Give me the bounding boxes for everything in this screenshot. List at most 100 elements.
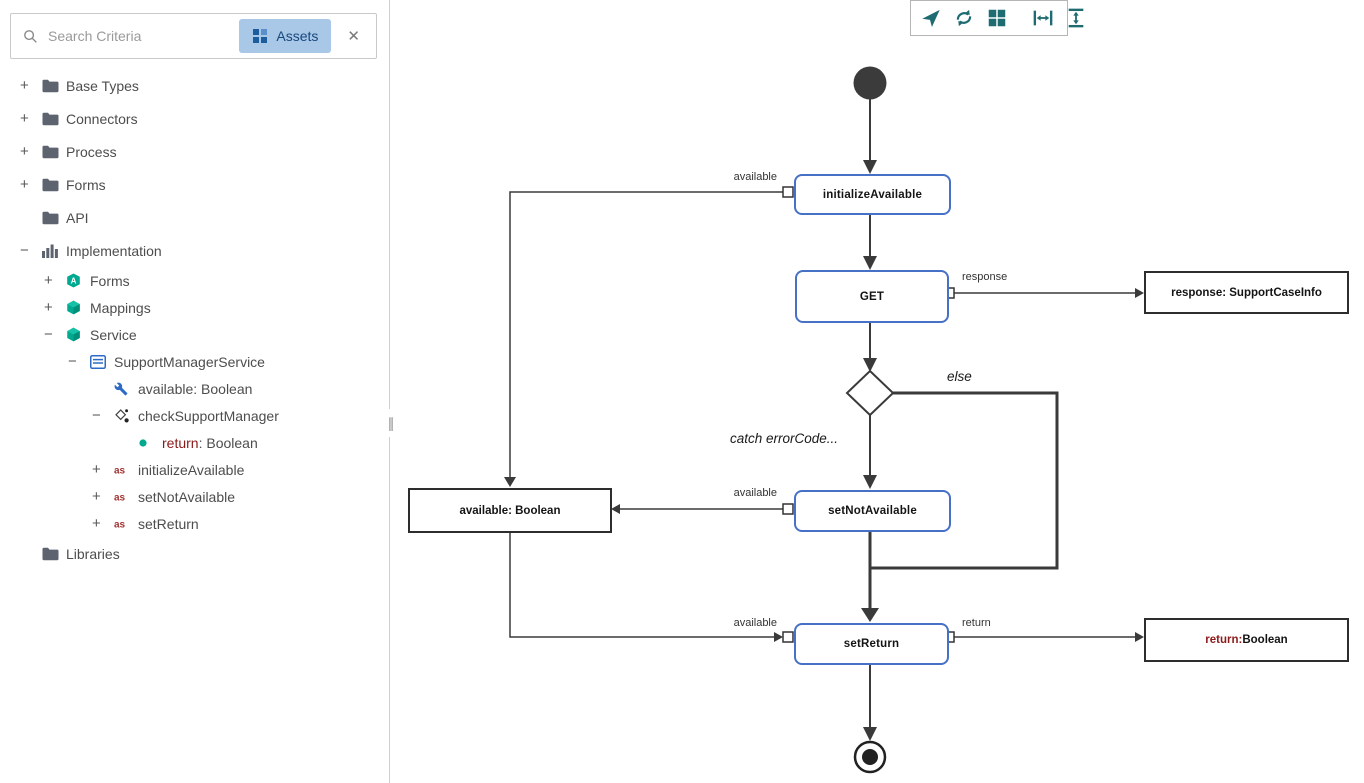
data-box-return[interactable]: return: Boolean — [1144, 618, 1349, 662]
folder-icon — [42, 547, 66, 561]
tree-item-label: setNotAvailable — [138, 488, 236, 505]
flow-arrowheads — [861, 160, 879, 741]
folder-icon — [42, 79, 66, 93]
data-lines — [509, 191, 1135, 638]
svg-text:A: A — [71, 277, 77, 286]
tree-item-libraries[interactable]: Libraries — [0, 537, 389, 570]
distribute-vertical-icon[interactable] — [1065, 7, 1087, 29]
tree-item-forms[interactable]: + Forms — [0, 168, 389, 201]
svg-text:as: as — [114, 466, 126, 476]
folder-icon — [42, 211, 66, 225]
tree-item-service[interactable]: − Service — [0, 321, 389, 348]
branch-label-else: else — [947, 369, 972, 384]
folder-icon — [42, 112, 66, 126]
tree-item-api[interactable]: API — [0, 201, 389, 234]
assets-filter-chip[interactable]: Assets — [239, 19, 332, 53]
tree-item-label: SupportManagerService — [114, 353, 265, 370]
svg-text:as: as — [114, 493, 126, 503]
implementation-icon — [42, 244, 66, 258]
node-get[interactable]: GET — [795, 270, 949, 323]
node-setReturn[interactable]: setReturn — [794, 623, 949, 665]
tree-item-initializeavailable[interactable]: + as initializeAvailable — [0, 456, 389, 483]
tree-expander-icon[interactable]: − — [68, 353, 77, 370]
tree-expander-icon[interactable]: + — [20, 110, 29, 127]
data-box-response[interactable]: response: SupportCaseInfo — [1144, 271, 1349, 314]
return-type: Boolean — [1242, 634, 1288, 646]
service-icon — [90, 354, 114, 369]
folder-icon — [42, 178, 66, 192]
grid-icon[interactable] — [986, 7, 1008, 29]
edge-label-available-mid: available — [733, 487, 777, 499]
tree-expander-icon[interactable]: + — [20, 143, 29, 160]
edge-label-available-top: available — [733, 171, 777, 183]
distribute-horizontal-icon[interactable] — [1032, 7, 1054, 29]
tree-item-label: Libraries — [66, 545, 120, 562]
tree-item-label: Service — [90, 326, 137, 343]
port-setNotAvailable-available — [782, 503, 794, 515]
tree-expander-icon[interactable]: + — [44, 272, 53, 289]
svg-text:as: as — [114, 520, 126, 530]
end-node-core — [862, 749, 878, 765]
tree-item-label: return: Boolean — [162, 434, 258, 451]
wrench-icon — [114, 382, 138, 396]
port-setReturn-available — [782, 631, 794, 643]
tree-item-supportmanagerservice[interactable]: − SupportManagerService — [0, 348, 389, 375]
branch-label-catch: catch errorCode... — [729, 431, 838, 446]
data-box-available[interactable]: available: Boolean — [408, 488, 612, 533]
tree-expander-icon[interactable]: − — [20, 242, 29, 259]
flow-icon — [114, 408, 138, 423]
search-box[interactable]: Assets ✕ — [10, 13, 377, 59]
data-arrowheads — [504, 288, 1144, 642]
as-icon: as — [114, 491, 138, 503]
node-setNotAvailable[interactable]: setNotAvailable — [794, 490, 951, 532]
tree-item-available-boolean[interactable]: available: Boolean — [0, 375, 389, 402]
navigate-icon[interactable] — [920, 7, 942, 29]
tree-item-implementation[interactable]: − Implementation — [0, 234, 389, 267]
tree-expander-icon[interactable]: − — [92, 407, 101, 424]
tree-item-return-boolean[interactable]: return: Boolean — [0, 429, 389, 456]
as-icon: as — [114, 464, 138, 476]
tree-expander-icon[interactable]: + — [44, 299, 53, 316]
tree-item-checksupportmanager[interactable]: −checkSupportManager — [0, 402, 389, 429]
tree-expander-icon[interactable]: + — [20, 176, 29, 193]
refresh-icon[interactable] — [953, 7, 975, 29]
diagram-toolbar — [910, 0, 1084, 36]
tree-item-label: Implementation — [66, 242, 162, 259]
tree-item-label: Forms — [90, 272, 130, 289]
search-input[interactable] — [46, 27, 232, 45]
tree-expander-icon[interactable]: + — [92, 515, 101, 532]
edge-label-response: response — [962, 271, 1008, 283]
assets-chip-label: Assets — [276, 28, 319, 44]
node-ports[interactable] — [782, 186, 955, 643]
edge-label-available-bottom: available — [733, 617, 777, 629]
tree-item-mappings[interactable]: +Mappings — [0, 294, 389, 321]
tree-item-label: Forms — [66, 176, 106, 193]
edge-label-return: return — [962, 617, 991, 629]
tree-expander-icon[interactable]: − — [44, 326, 53, 343]
tree-item-connectors[interactable]: + Connectors — [0, 102, 389, 135]
port-initializeAvailable-available — [782, 186, 794, 198]
search-icon — [23, 29, 38, 44]
sidebar: Assets ✕ +Base Types+Connectors+Process+… — [0, 0, 390, 783]
tree-item-process[interactable]: + Process — [0, 135, 389, 168]
start-node[interactable] — [853, 66, 887, 100]
node-initializeAvailable[interactable]: initializeAvailable — [794, 174, 951, 215]
tree-expander-icon[interactable]: + — [92, 461, 101, 478]
tree-item-setnotavailable[interactable]: + as setNotAvailable — [0, 483, 389, 510]
tree-item-forms[interactable]: + A Forms — [0, 267, 389, 294]
folder-icon — [42, 145, 66, 159]
tree-item-label: Process — [66, 143, 117, 160]
tree-item-setreturn[interactable]: + as setReturn — [0, 510, 389, 537]
sidebar-resize-handle[interactable]: ∥ — [384, 409, 398, 437]
as-icon: as — [114, 518, 138, 530]
tree-item-base-types[interactable]: +Base Types — [0, 69, 389, 102]
tree-expander-icon[interactable]: + — [92, 488, 101, 505]
tree-expander-icon[interactable]: + — [20, 77, 29, 94]
tree-item-label: Connectors — [66, 110, 138, 127]
tree-item-label: initializeAvailable — [138, 461, 245, 478]
tree-item-label: setReturn — [138, 515, 199, 532]
decision-diamond[interactable] — [845, 369, 895, 417]
clear-filter-icon[interactable]: ✕ — [347, 28, 360, 45]
